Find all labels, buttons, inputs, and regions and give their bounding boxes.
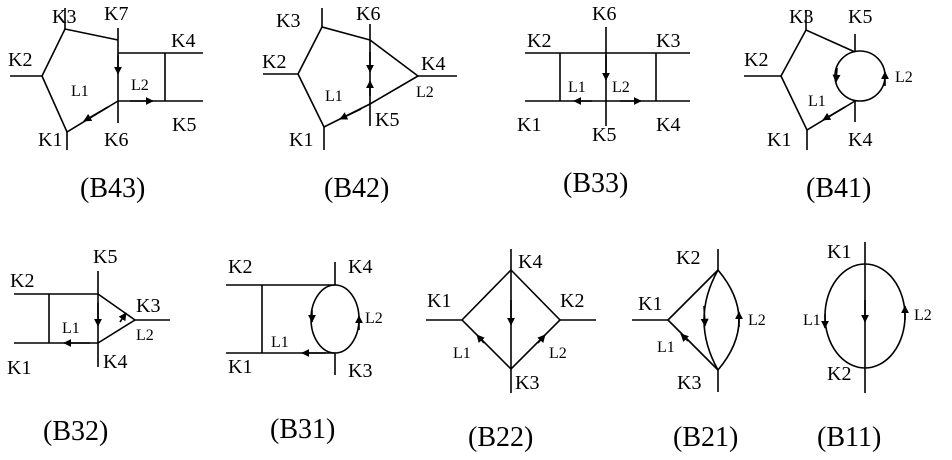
b41-label-k4: K4	[848, 129, 872, 151]
diagram-b32: K5 K2 K3 L1 L2 K4 K1 (B32)	[7, 246, 170, 447]
b33-caption: (B33)	[563, 168, 628, 199]
b31-label-k2: K2	[228, 256, 252, 278]
b42-label-k1: K1	[289, 129, 313, 151]
b31-caption: (B31)	[270, 414, 335, 445]
b21-lines	[632, 249, 743, 392]
b31-label-l1: L1	[271, 334, 289, 351]
b43-label-k2: K2	[8, 49, 32, 71]
b33-label-k4: K4	[656, 114, 680, 136]
b42-label-k2: K2	[262, 51, 286, 73]
b31-label-k4: K4	[348, 256, 372, 278]
b42-label-l2: L2	[416, 84, 434, 101]
b41-label-k2: K2	[744, 49, 768, 71]
b31-label-k1: K1	[228, 356, 252, 378]
b43-label-k3: K3	[52, 6, 76, 28]
b11-label-l2: L2	[914, 307, 932, 324]
b11-label-l1: L1	[803, 312, 821, 329]
b32-label-k1: K1	[7, 357, 31, 379]
b41-label-k5: K5	[848, 6, 872, 28]
b43-label-k6: K6	[104, 129, 128, 151]
b43-label-k7: K7	[104, 3, 128, 25]
diagram-b31: K2 K4 L2 L1 K1 K3 (B31)	[226, 256, 383, 445]
b32-label-k5: K5	[93, 246, 117, 268]
b42-label-k4: K4	[421, 53, 445, 75]
diagram-b42: K3 K6 K4 K2 L1 L2 K5 K1 (B42)	[262, 3, 457, 204]
b42-label-k5: K5	[375, 109, 399, 131]
diagram-b43: K3 K7 K4 K2 L1 L2 K5 K1 K6 (B43)	[8, 3, 203, 204]
b22-label-k1: K1	[427, 290, 451, 312]
b22-label-k2: K2	[560, 290, 584, 312]
b11-label-k1: K1	[827, 241, 851, 263]
b33-label-k6: K6	[592, 3, 616, 25]
b41-lines	[744, 10, 889, 150]
b43-label-k5: K5	[172, 114, 196, 136]
b21-caption: (B21)	[673, 422, 738, 453]
b32-label-k2: K2	[10, 270, 34, 292]
b21-label-k3: K3	[677, 372, 701, 394]
b22-label-l1: L1	[453, 345, 471, 362]
b32-caption: (B32)	[43, 416, 108, 447]
b42-label-k6: K6	[356, 3, 380, 25]
b33-lines	[525, 27, 690, 126]
b43-caption: (B43)	[80, 173, 145, 204]
b31-lines	[226, 262, 363, 375]
diagram-b33: K6 K2 K3 L1 L2 K1 K4 K5 (B33)	[517, 3, 690, 199]
diagram-b41: K3 K5 K2 L2 L1 K1 K4 (B41)	[744, 6, 913, 204]
b33-label-l1: L1	[568, 79, 586, 96]
b22-label-k4: K4	[518, 251, 542, 273]
b41-label-l2: L2	[895, 69, 913, 86]
b33-label-k2: K2	[527, 30, 551, 52]
b33-label-l2: L2	[612, 79, 630, 96]
b41-caption: (B41)	[806, 173, 871, 204]
b43-lines	[10, 8, 203, 150]
b43-label-l1: L1	[71, 83, 89, 100]
b42-label-l1: L1	[325, 88, 343, 105]
b21-label-l2: L2	[748, 312, 766, 329]
diagram-b21: K2 K1 L2 L1 K3 (B21)	[632, 247, 766, 453]
b42-lines	[263, 8, 457, 150]
b22-label-l2: L2	[549, 345, 567, 362]
b42-label-k3: K3	[276, 10, 300, 32]
diagram-b22: K4 K1 K2 L1 L2 K3 (B22)	[426, 249, 596, 453]
b31-label-l2: L2	[365, 310, 383, 327]
b11-label-k2: K2	[827, 363, 851, 385]
b33-label-k1: K1	[517, 114, 541, 136]
b33-label-k3: K3	[656, 30, 680, 52]
b41-label-k1: K1	[767, 129, 791, 151]
b31-label-k3: K3	[348, 360, 372, 382]
b32-label-l2: L2	[136, 327, 154, 344]
b41-label-l1: L1	[808, 93, 826, 110]
b43-label-k4: K4	[171, 30, 195, 52]
b32-label-k4: K4	[103, 351, 127, 373]
b32-label-k3: K3	[136, 295, 160, 317]
b42-caption: (B42)	[324, 173, 389, 204]
b43-label-k1: K1	[38, 129, 62, 151]
b33-label-k5: K5	[592, 124, 616, 146]
b41-label-k3: K3	[789, 6, 813, 28]
b11-caption: (B11)	[817, 422, 881, 453]
b21-label-l1: L1	[657, 339, 675, 356]
diagram-b11: K1 L1 L2 K2 (B11)	[803, 241, 932, 453]
b21-label-k2: K2	[676, 247, 700, 269]
b32-label-l1: L1	[62, 320, 80, 337]
b32-lines	[14, 271, 170, 367]
b11-lines	[821, 242, 909, 393]
b21-label-k1: K1	[638, 293, 662, 315]
b22-lines	[426, 249, 596, 393]
b22-label-k3: K3	[515, 372, 539, 394]
b43-label-l2: L2	[131, 77, 149, 94]
b22-caption: (B22)	[468, 422, 533, 453]
